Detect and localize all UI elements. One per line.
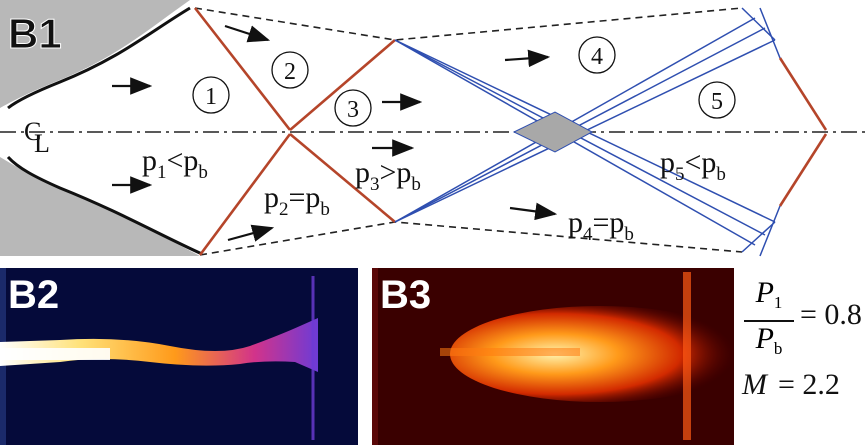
centerline-c: C — [24, 117, 41, 146]
pressure-label-1: p1<pb — [142, 144, 208, 183]
pressure-label-3: p3>pb — [355, 156, 421, 195]
region-4-label: 4 — [591, 44, 603, 70]
panel-label-b2: B2 — [8, 273, 59, 317]
shock-waves — [193, 7, 828, 256]
mach-symbol: M — [742, 368, 767, 401]
centerline-l: L — [34, 129, 50, 158]
b1-panel: 1 2 3 4 5 C L p1<pb p2=pb p3>pb p4=pb p5… — [0, 0, 866, 257]
nozzle-upper-wall — [0, 0, 190, 108]
jet-boundary-upper — [194, 7, 743, 41]
ratio-denominator-subscript: b — [773, 339, 783, 358]
region-2-label: 2 — [284, 59, 296, 85]
b3-jet-plume — [450, 306, 750, 402]
ratio-numerator-subscript: 1 — [773, 293, 783, 312]
b2-panel: B2 — [0, 268, 358, 445]
mach-value: = 2.2 — [778, 368, 840, 401]
jet-boundary-lower — [199, 221, 743, 256]
region-1-label: 1 — [205, 84, 217, 110]
ratio-denominator: P — [755, 322, 774, 355]
pressure-label-4: p4=pb — [568, 206, 634, 245]
panel-label-b3: B3 — [380, 273, 431, 317]
pressure-label-5: p5<pb — [660, 146, 726, 185]
pressure-ratio-value: = 0.8 — [800, 298, 862, 331]
interaction-region — [512, 111, 594, 153]
region-markers — [192, 36, 736, 127]
ratio-numerator: P — [755, 276, 774, 309]
region-3-label: 3 — [347, 97, 359, 123]
region-5-label: 5 — [711, 89, 723, 115]
pressure-ratio-fraction: P1 Pb — [742, 276, 796, 366]
pressure-label-2: p2=pb — [264, 181, 330, 220]
panel-label-b1: B1 — [8, 10, 62, 57]
fraction-bar — [744, 320, 794, 322]
b3-panel: B3 — [372, 268, 750, 445]
flow-arrows — [112, 24, 558, 242]
